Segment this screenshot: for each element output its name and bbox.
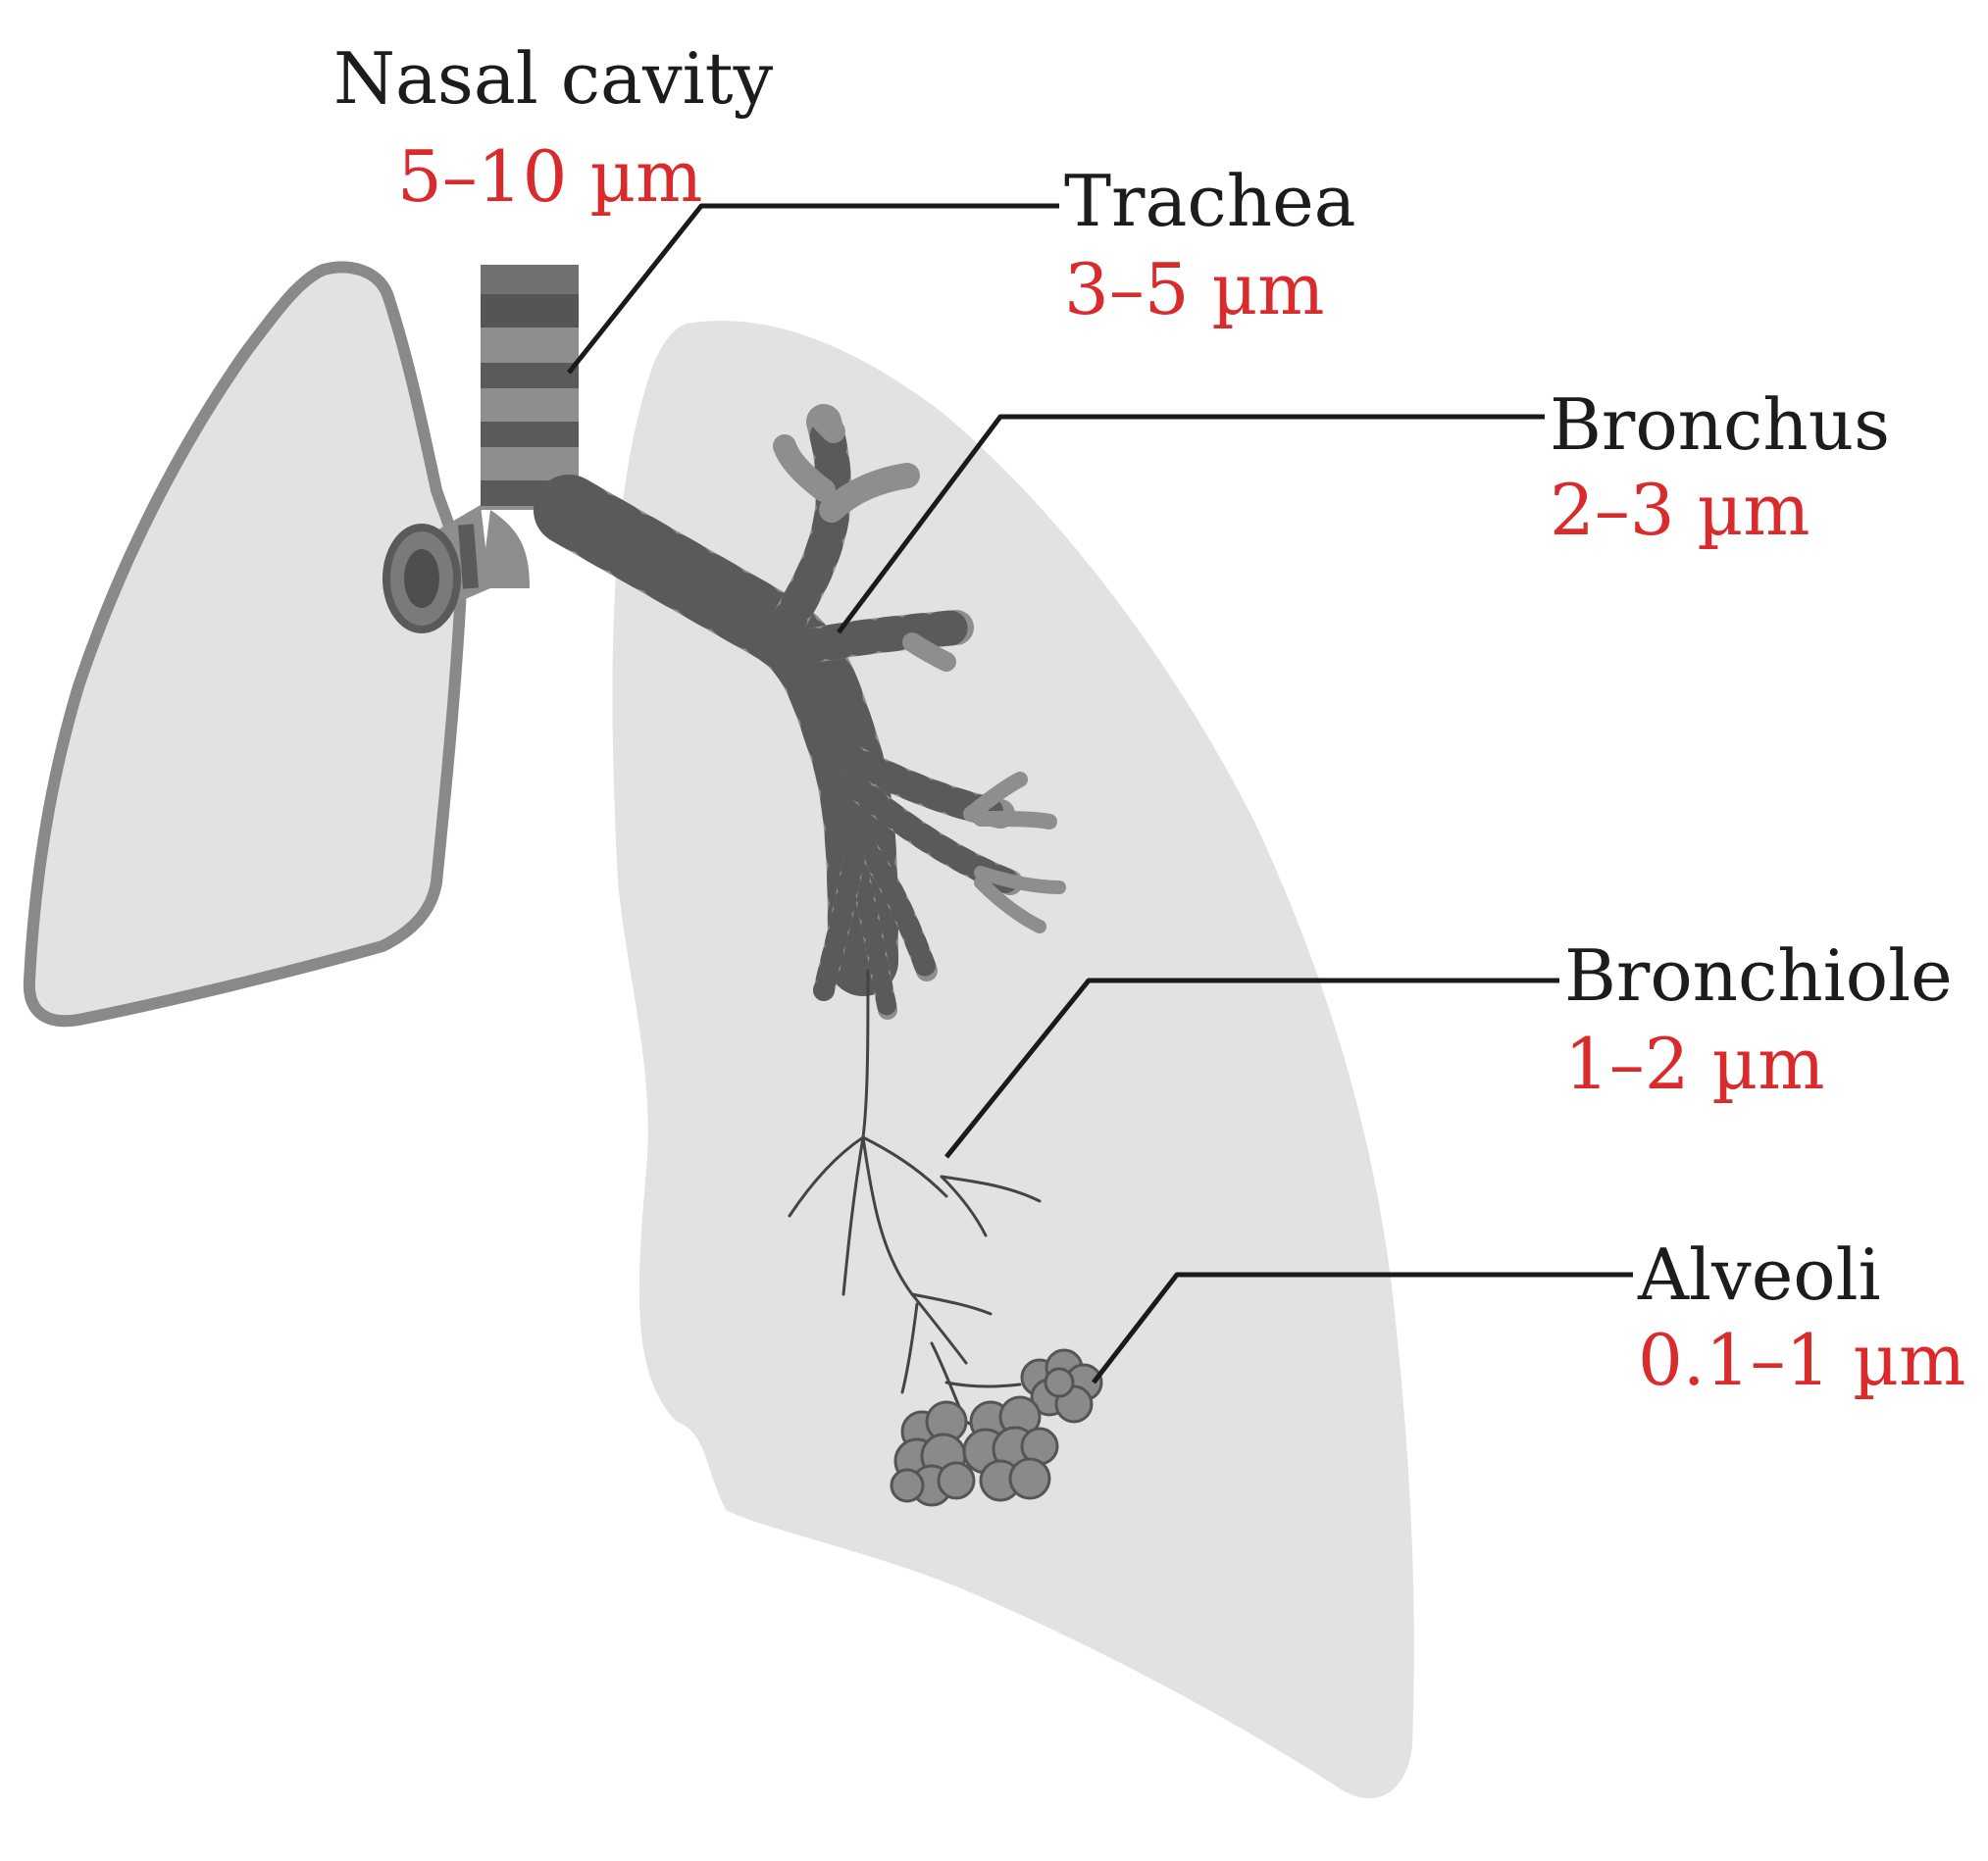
label-bronchus: Bronchus 2–3 µm [1550, 383, 1890, 551]
alveoli-cluster-upper [1020, 1348, 1103, 1424]
alveoli-cluster-left [890, 1400, 976, 1507]
labels: Nasal cavity 5–10 µm Trachea 3–5 µm Bron… [333, 37, 1965, 1401]
nasal-cavity-name: Nasal cavity [333, 37, 774, 120]
alveoli-cluster-right [962, 1395, 1059, 1502]
alveoli-clusters [890, 1348, 1103, 1507]
alveoli-name: Alveoli [1637, 1233, 1881, 1316]
right-lung [612, 321, 1414, 1799]
trachea-tube [481, 265, 579, 510]
nasal-cavity-size: 5–10 µm [397, 135, 702, 218]
alveoli-size: 0.1–1 µm [1638, 1319, 1965, 1401]
leader-lines [567, 203, 1633, 1384]
bronchus-name: Bronchus [1550, 383, 1890, 466]
bronchial-tree [534, 404, 1066, 1483]
label-bronchiole: Bronchiole 1–2 µm [1564, 934, 1953, 1105]
leader-alveoli [1092, 1272, 1633, 1384]
trachea-name: Trachea [1064, 160, 1356, 242]
bronchiole-size: 1–2 µm [1564, 1023, 1825, 1105]
label-alveoli: Alveoli 0.1–1 µm [1637, 1233, 1965, 1401]
label-trachea: Trachea 3–5 µm [1064, 160, 1356, 330]
trachea-size: 3–5 µm [1064, 248, 1325, 330]
leader-bronchus [837, 414, 1545, 634]
left-lung [23, 261, 468, 1028]
leader-bronchiole [944, 978, 1559, 1159]
left-main-bronchus [382, 505, 530, 633]
bronchus-size: 2–3 µm [1550, 469, 1810, 551]
bronchiole-name: Bronchiole [1564, 934, 1953, 1017]
leader-trachea [567, 203, 1059, 375]
label-nasal-cavity: Nasal cavity 5–10 µm [333, 37, 774, 218]
